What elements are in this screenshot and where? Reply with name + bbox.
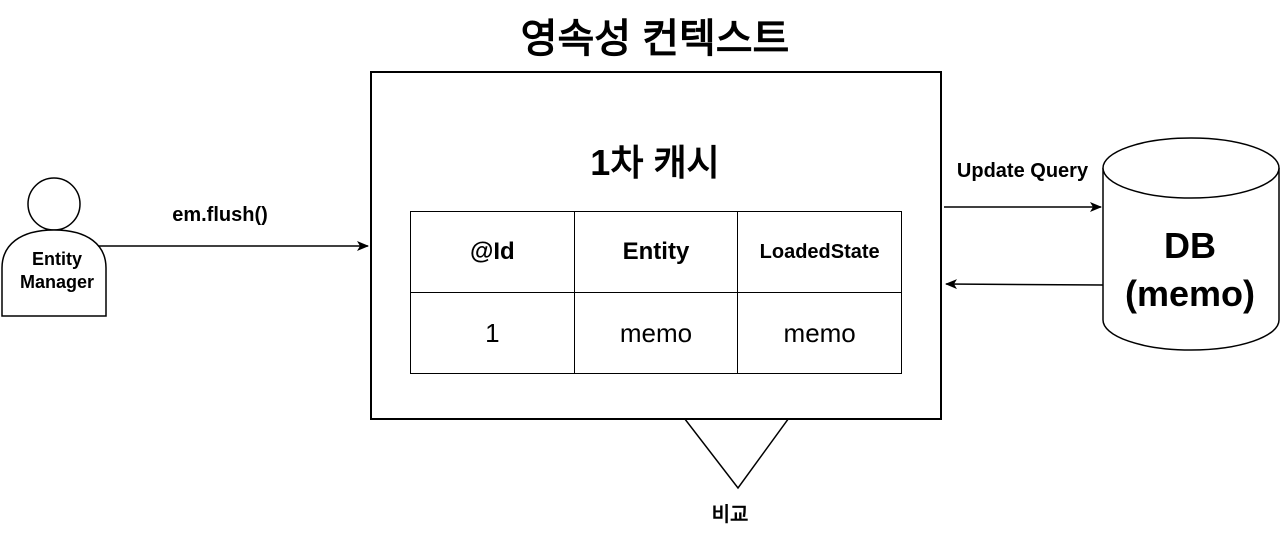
header-entity: Entity [573, 211, 739, 293]
first-level-cache-title: 1차 캐시 [590, 142, 720, 183]
database-icon [1102, 137, 1280, 351]
db-label-line2: (memo) [1124, 273, 1255, 314]
flush-label: em.flush() [172, 204, 268, 226]
table-row: 1 memo memo [410, 292, 902, 374]
cell-loaded-state: memo [737, 292, 902, 374]
diagram-title: 영속성 컨텍스트 [520, 17, 790, 61]
header-id: @Id [410, 211, 575, 293]
update-query-label: Update Query [956, 160, 1089, 182]
header-loaded-state: LoadedState [737, 211, 902, 293]
cache-table: @Id Entity LoadedState 1 memo memo [410, 211, 902, 374]
table-header-row: @Id Entity LoadedState [410, 211, 902, 293]
entity-manager-line1: Entity [31, 249, 82, 269]
cell-id: 1 [410, 292, 575, 374]
db-return-arrow [945, 279, 1104, 290]
entity-manager-label: Entity Manager [2, 248, 112, 294]
person-icon [1, 177, 107, 317]
db-label-line1: DB [1164, 225, 1216, 266]
db-label: DB (memo) [1100, 222, 1280, 318]
cell-entity: memo [573, 292, 739, 374]
entity-manager-line2: Manager [19, 272, 95, 292]
compare-label: 비교 [711, 504, 749, 526]
